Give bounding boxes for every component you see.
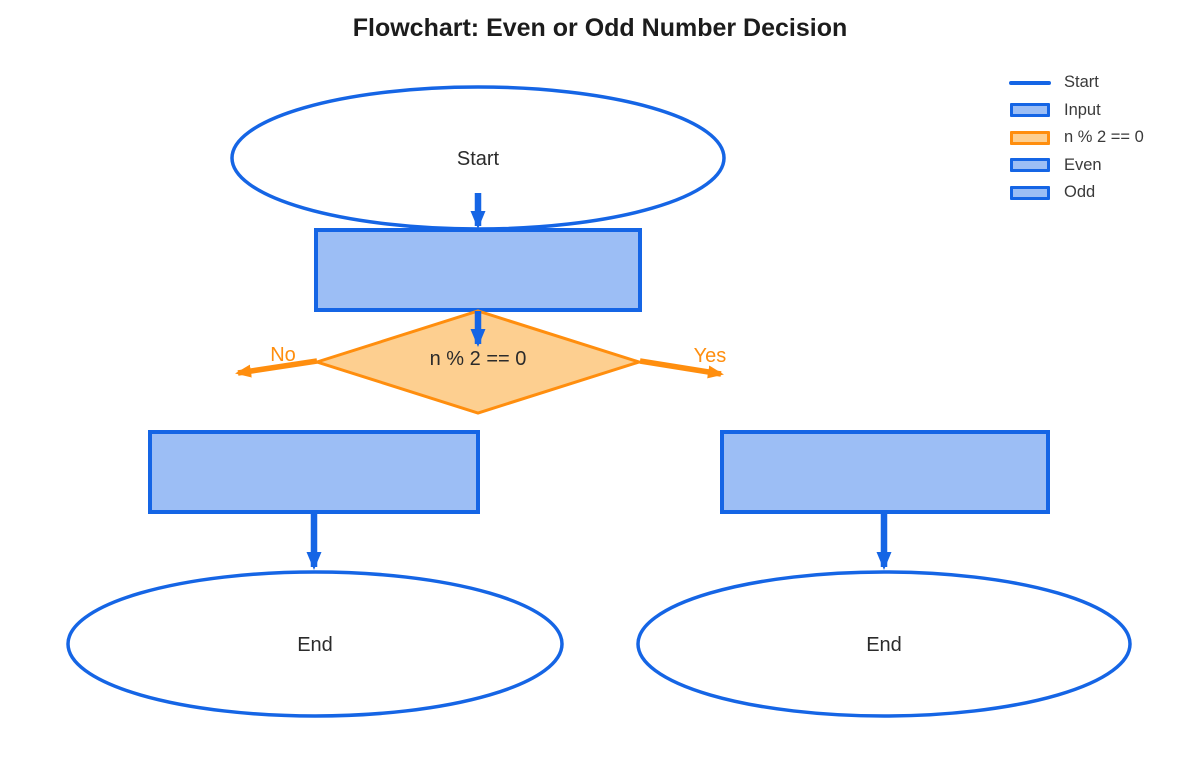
legend-item-odd: Odd xyxy=(1006,179,1144,207)
node-end-right-label: End xyxy=(866,634,902,656)
node-end-left-label: End xyxy=(297,634,333,656)
chart-title: Flowchart: Even or Odd Number Decision xyxy=(352,14,848,42)
legend-item-input: Input xyxy=(1006,97,1144,125)
legend-item-even: Even xyxy=(1006,152,1144,180)
legend: Start Input n % 2 == 0 Even Odd xyxy=(1006,69,1144,207)
node-end-left xyxy=(66,570,564,718)
legend-item-label: Odd xyxy=(1064,183,1096,202)
edge-decision-no xyxy=(235,358,318,378)
node-decision-label: n % 2 == 0 xyxy=(430,348,527,370)
node-input xyxy=(314,228,642,312)
legend-line-swatch-icon xyxy=(1008,81,1051,85)
edge-yes-label: Yes xyxy=(694,345,727,367)
edge-no-label: No xyxy=(270,344,296,366)
legend-item-start: Start xyxy=(1006,69,1144,97)
legend-blue-swatch-icon xyxy=(1009,158,1050,173)
legend-item-label: Input xyxy=(1064,100,1101,119)
legend-blue-swatch-icon xyxy=(1009,103,1050,118)
legend-item-decision: n % 2 == 0 xyxy=(1006,124,1144,152)
node-odd xyxy=(148,430,480,514)
legend-item-label: Start xyxy=(1064,73,1099,92)
legend-item-label: Even xyxy=(1064,155,1102,174)
legend-blue-swatch-icon xyxy=(1009,185,1050,200)
edge-decision-yes xyxy=(639,358,724,379)
node-even xyxy=(720,430,1050,514)
node-end-right xyxy=(636,570,1132,718)
legend-orange-swatch-icon xyxy=(1009,130,1050,145)
node-start-label: Start xyxy=(457,148,500,170)
node-decision xyxy=(312,309,644,415)
legend-item-label: n % 2 == 0 xyxy=(1064,128,1144,147)
